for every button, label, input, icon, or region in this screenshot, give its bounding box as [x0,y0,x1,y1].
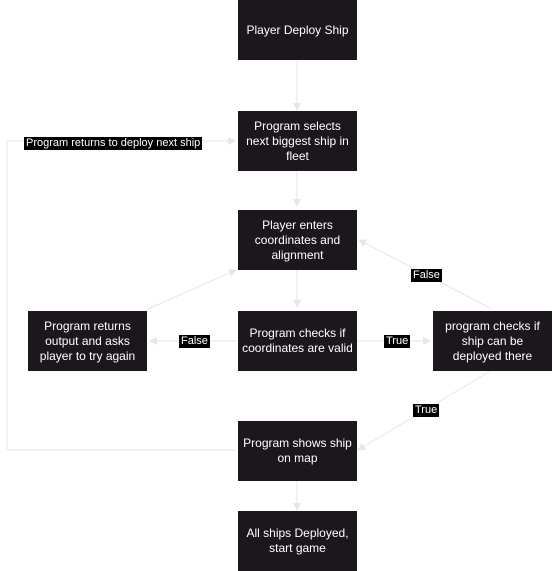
node-player-deploy-ship: Player Deploy Ship [238,0,357,60]
edge-label-can-deploy: True [413,404,440,417]
node-label: Program selects next biggest ship in fle… [246,118,349,163]
edge-show-to-select-loop [6,137,237,451]
node-enter-coordinates: Player enters coordinates and alignment [238,210,357,270]
node-label: Program returns output and asks player t… [39,318,136,363]
node-label: All ships Deployed, start game [246,526,349,555]
edge-return-to-enter [147,269,237,310]
node-label: Player Deploy Ship [246,22,349,37]
node-all-ships-deployed: All ships Deployed, start game [238,511,357,571]
node-label: Player enters coordinates and alignment [254,217,341,262]
node-label: program checks if ship can be deployed t… [445,318,540,363]
edge-label-cannot-deploy: False [411,269,442,282]
node-show-ship-on-map: Program shows ship on map [238,421,357,481]
edge-label-loop-back: Program returns to deploy next ship [24,137,203,150]
node-check-coordinates-valid: Program checks if coordinates are valid [238,311,357,371]
node-label: Program shows ship on map [243,436,352,465]
node-label: Program checks if coordinates are valid [242,326,353,355]
node-select-next-ship: Program selects next biggest ship in fle… [238,111,357,171]
node-check-can-deploy: program checks if ship can be deployed t… [433,311,552,371]
edge-label-valid: True [384,335,411,348]
edge-label-invalid: False [179,335,210,348]
node-return-output: Program returns output and asks player t… [28,311,147,371]
